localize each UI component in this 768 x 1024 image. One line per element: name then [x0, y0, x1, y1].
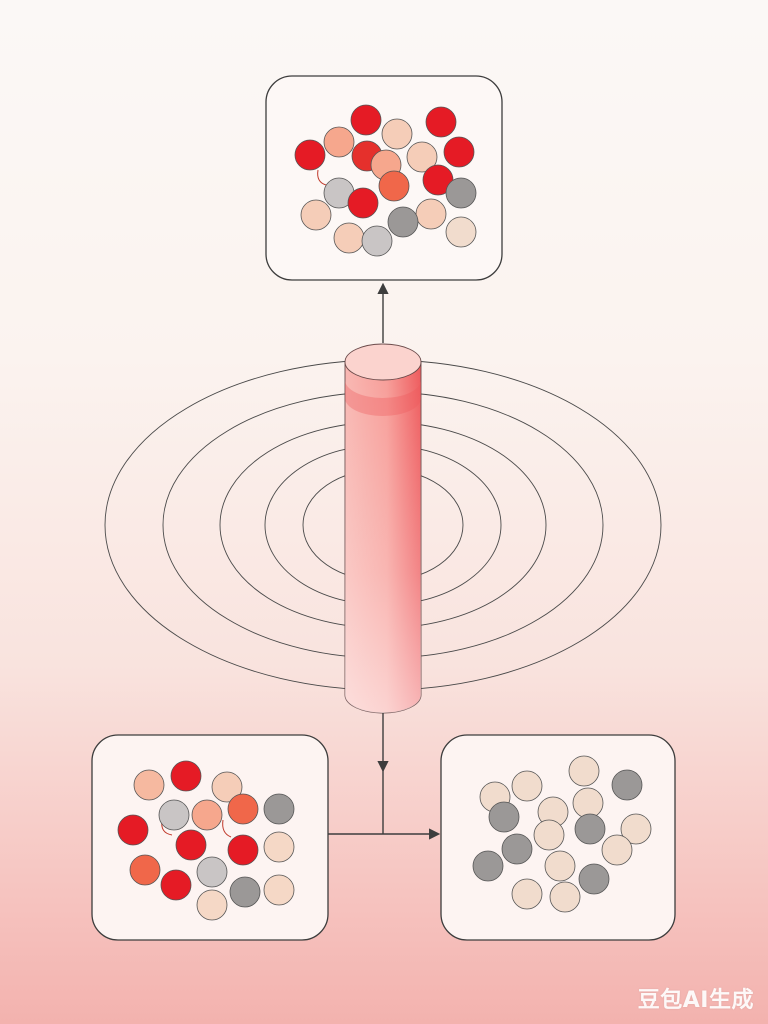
- particle: [445, 216, 477, 248]
- particle: [445, 177, 477, 209]
- particle: [544, 850, 576, 882]
- particle: [263, 793, 295, 825]
- particle: [227, 834, 259, 866]
- bottom-right-particles: [472, 755, 652, 913]
- particle: [333, 222, 365, 254]
- particle: [443, 136, 475, 168]
- particle: [574, 813, 606, 845]
- particle: [511, 770, 543, 802]
- particle: [196, 856, 228, 888]
- particle: [568, 755, 600, 787]
- particle: [294, 139, 326, 171]
- particle: [549, 881, 581, 913]
- particle: [229, 876, 261, 908]
- top-box-particles: [294, 104, 477, 257]
- particle: [263, 831, 295, 863]
- particle: [227, 793, 259, 825]
- particle: [350, 104, 382, 136]
- particle: [387, 206, 419, 238]
- particle: [572, 787, 604, 819]
- cylinder-column: [344, 343, 422, 714]
- particle: [133, 769, 165, 801]
- particle: [611, 769, 643, 801]
- particle: [472, 850, 504, 882]
- particle: [158, 799, 190, 831]
- particle: [361, 225, 393, 257]
- particle: [196, 889, 228, 921]
- particle: [117, 814, 149, 846]
- particle: [170, 760, 202, 792]
- particle: [620, 813, 652, 845]
- particle: [381, 118, 413, 150]
- particle: [501, 833, 533, 865]
- particle: [211, 771, 243, 803]
- particle: [488, 801, 520, 833]
- particle: [415, 198, 447, 230]
- particle: [425, 106, 457, 138]
- particle: [347, 187, 379, 219]
- watermark: 豆包AI生成: [637, 988, 754, 1013]
- particle: [263, 874, 295, 906]
- particle: [406, 141, 438, 173]
- particle: [533, 819, 565, 851]
- particle: [129, 854, 161, 886]
- particle: [160, 869, 192, 901]
- particle: [323, 126, 355, 158]
- particle: [191, 799, 223, 831]
- particle: [378, 170, 410, 202]
- cylinder-top: [344, 343, 422, 381]
- particle: [511, 878, 543, 910]
- particle: [601, 834, 633, 866]
- particle: [300, 199, 332, 231]
- bottom-left-particles: [117, 760, 295, 921]
- particle: [175, 829, 207, 861]
- particle: [578, 863, 610, 895]
